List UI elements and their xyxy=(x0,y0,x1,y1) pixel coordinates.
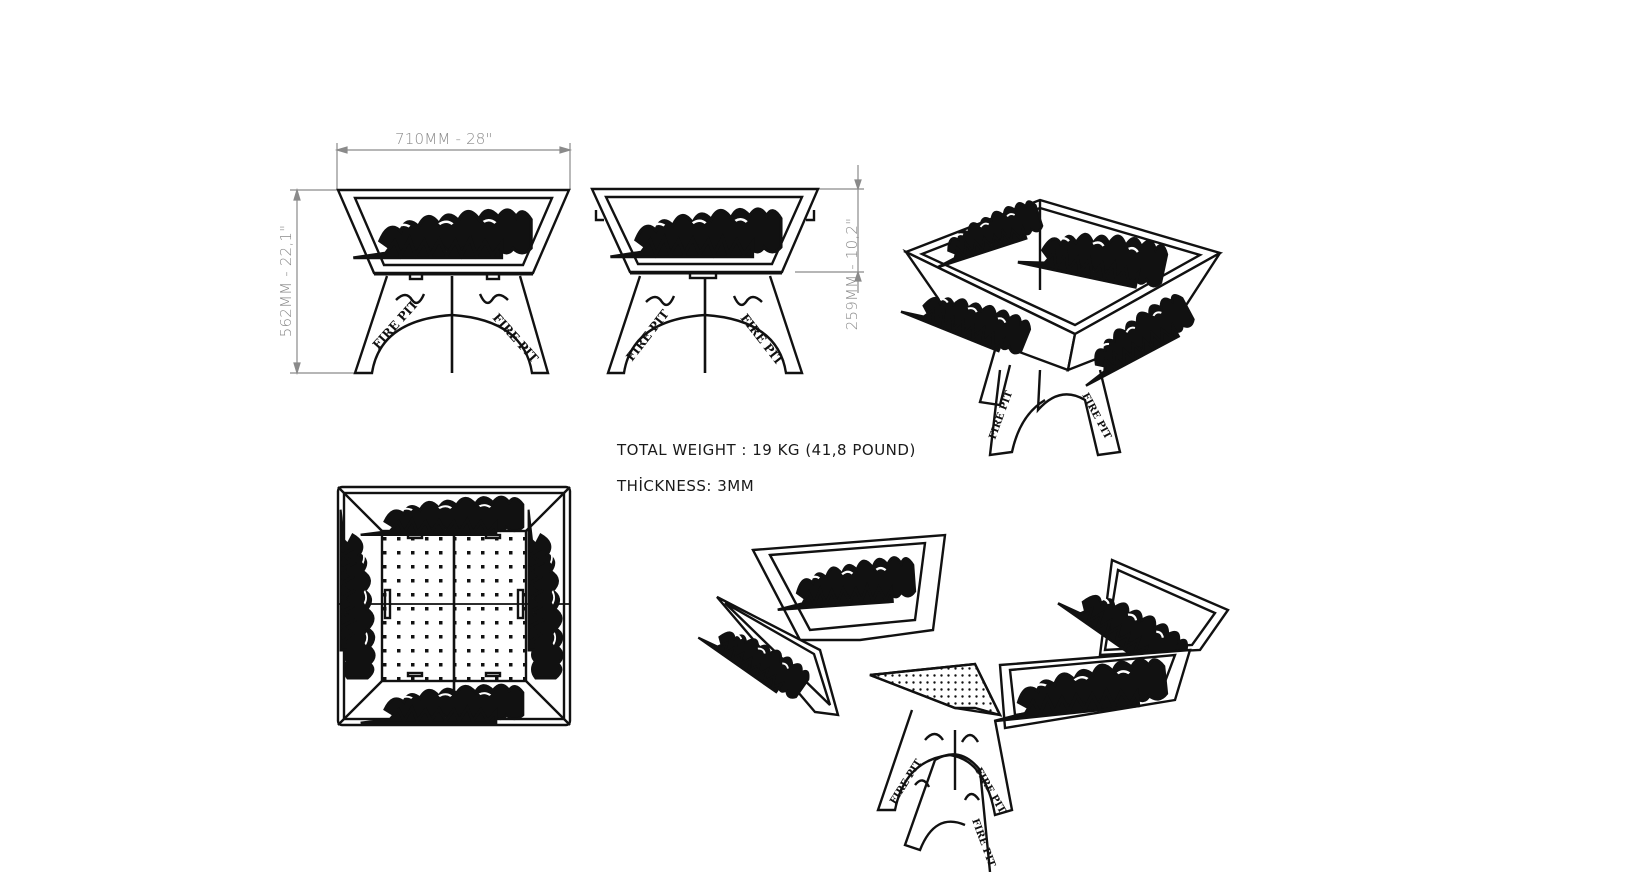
svg-text:FIRE PIT: FIRE PIT xyxy=(969,817,997,869)
top-view xyxy=(336,485,572,727)
thickness-note: THİCKNESS: 3MM xyxy=(617,477,755,495)
width-dimension-label: 710MM - 28" xyxy=(395,130,493,148)
height-bowl-dimension-label: 259MM - 10,2" xyxy=(843,217,861,331)
svg-text:FIRE PIT: FIRE PIT xyxy=(987,389,1015,441)
width-dimension xyxy=(334,143,573,190)
height-total-dimension xyxy=(290,187,355,376)
svg-text:FIRE PIT: FIRE PIT xyxy=(623,307,672,364)
height-bowl-dimension xyxy=(795,165,864,293)
svg-text:FIRE PIT: FIRE PIT xyxy=(972,766,1007,816)
exploded-view: FIRE PIT FIRE PIT FIRE PIT xyxy=(697,533,1230,872)
total-weight-note: TOTAL WEIGHT : 19 KG (41,8 POUND) xyxy=(617,441,916,459)
isometric-view: FIRE PIT FIRE PIT xyxy=(899,197,1224,457)
height-total-dimension-label: 562MM - 22,1" xyxy=(277,224,295,338)
side-view: FIRE PIT FIRE PIT xyxy=(590,187,820,375)
svg-text:FIRE PIT: FIRE PIT xyxy=(738,311,787,368)
front-view: FIRE PIT FIRE PIT xyxy=(336,188,571,375)
